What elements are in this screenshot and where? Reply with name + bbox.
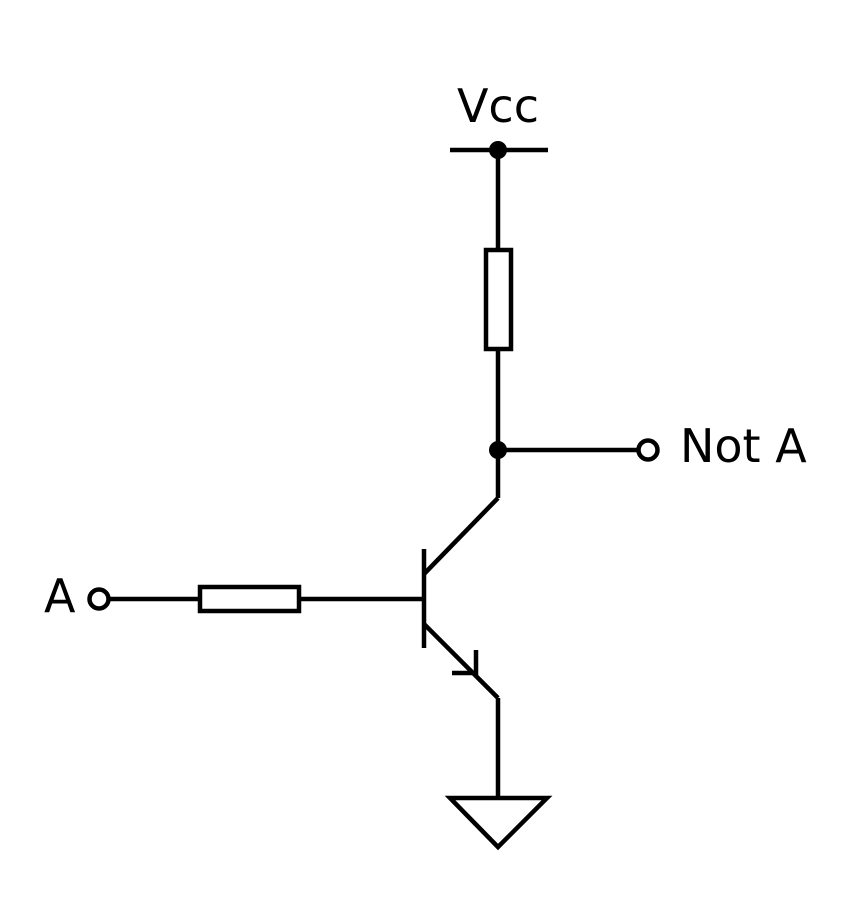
input-label: A	[44, 569, 76, 623]
input-terminal	[87, 587, 111, 611]
vcc-label: Vcc	[457, 79, 539, 133]
output-label: Not A	[680, 419, 807, 473]
transistor-collector	[422, 496, 500, 576]
ground-symbol	[444, 795, 553, 851]
output-terminal	[636, 438, 660, 462]
npn-transistor	[421, 496, 500, 700]
transistor-emitter	[422, 622, 500, 700]
transistor-emitter-arrow	[452, 650, 479, 676]
base-resistor	[197, 584, 302, 614]
load-resistor	[483, 247, 514, 352]
